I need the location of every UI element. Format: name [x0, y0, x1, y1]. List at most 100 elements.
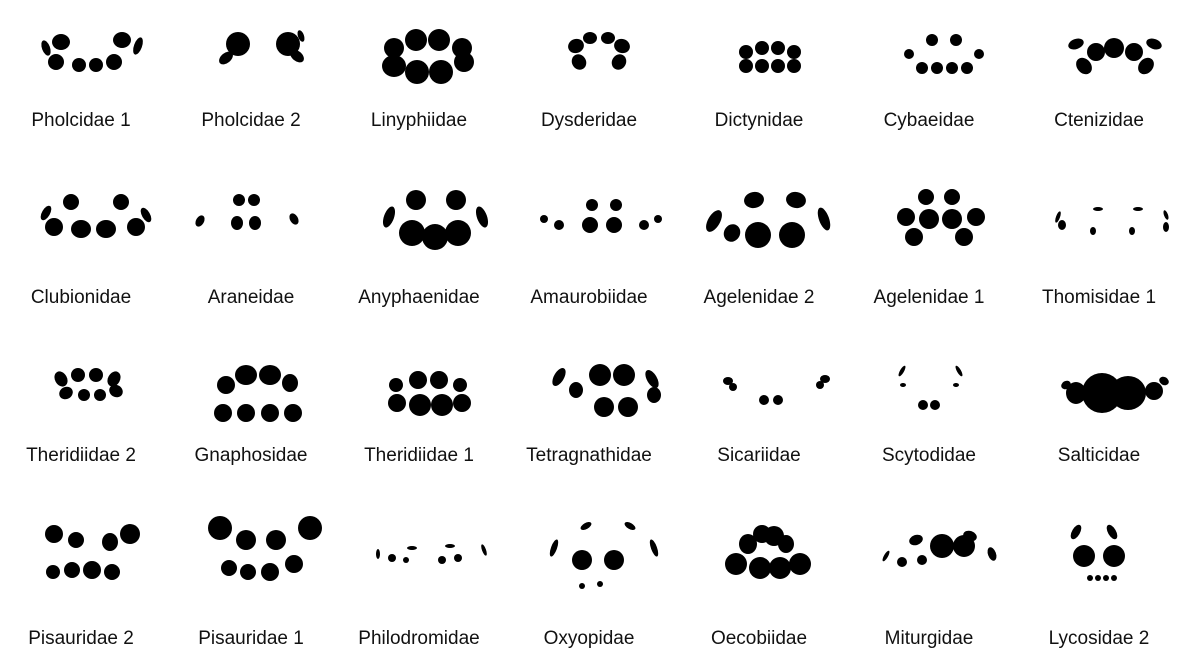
- eye-oecobiidae-8: [753, 525, 771, 543]
- eye-sicariidae-2: [729, 383, 737, 391]
- family-cell-sicariidae: Sicariidae: [674, 345, 844, 485]
- eye-pattern-theridiidae-2: [0, 345, 166, 445]
- family-label-oecobiidae: Oecobiidae: [674, 628, 844, 650]
- family-cell-miturgidae: Miturgidae: [844, 500, 1014, 640]
- eye-amaurobiidae-1: [586, 199, 598, 211]
- eye-agelenidae-2-3: [703, 208, 725, 235]
- family-cell-dysderidae: Dysderidae: [504, 10, 674, 150]
- family-label-theridiidae-2: Theridiidae 2: [0, 445, 166, 467]
- eye-pisauridae-2-6: [64, 562, 80, 578]
- eye-pattern-linyphiidae: [334, 10, 504, 110]
- eye-thomisidae-1-2: [1093, 207, 1103, 211]
- eye-oxyopidae-8: [597, 581, 603, 587]
- family-label-dysderidae: Dysderidae: [504, 110, 674, 132]
- family-cell-pisauridae-2: Pisauridae 2: [0, 500, 166, 640]
- eye-dictynidae-1: [739, 45, 753, 59]
- eye-lycosidae-2-7: [1103, 575, 1109, 581]
- eye-pattern-gnaphosidae: [166, 345, 336, 445]
- family-label-araneidae: Araneidae: [166, 287, 336, 309]
- eye-tetragnathidae-8: [647, 387, 661, 403]
- eye-dysderidae-2: [583, 32, 597, 44]
- family-cell-theridiidae-1: Theridiidae 1: [334, 345, 504, 485]
- eye-anyphaenidae-6: [422, 224, 448, 250]
- eye-linyphiidae-2: [405, 29, 427, 51]
- eye-dictynidae-5: [739, 59, 753, 73]
- family-label-linyphiidae: Linyphiidae: [334, 110, 504, 132]
- family-label-lycosidae-2: Lycosidae 2: [1014, 628, 1184, 650]
- eye-gnaphosidae-7: [261, 404, 279, 422]
- family-cell-pisauridae-1: Pisauridae 1: [166, 500, 336, 640]
- eye-ctenizidae-5: [1145, 37, 1163, 52]
- eye-pisauridae-2-1: [45, 525, 63, 543]
- eye-agelenidae-2-5: [745, 222, 771, 248]
- family-cell-philodromidae: Philodromidae: [334, 500, 504, 640]
- eye-scytodidae-4: [953, 383, 959, 387]
- family-label-pholcidae-1: Pholcidae 1: [0, 110, 166, 132]
- eye-theridiidae-1-6: [409, 394, 431, 416]
- eye-theridiidae-1-7: [431, 394, 453, 416]
- eye-theridiidae-2-1: [52, 369, 70, 389]
- family-cell-salticidae: Salticidae: [1014, 345, 1184, 485]
- eye-pattern-pisauridae-1: [166, 500, 336, 600]
- eye-ctenizidae-3: [1104, 38, 1124, 58]
- eye-oxyopidae-5: [572, 550, 592, 570]
- family-cell-amaurobiidae: Amaurobiidae: [504, 175, 674, 315]
- eye-amaurobiidae-4: [554, 220, 564, 230]
- eye-anyphaenidae-3: [381, 205, 398, 229]
- eye-cybaeidae-8: [961, 62, 973, 74]
- eye-pattern-agelenidae-1: [844, 175, 1014, 275]
- eye-theridiidae-1-3: [430, 371, 448, 389]
- eye-theridiidae-2-3: [89, 368, 103, 382]
- eye-araneidae-5: [194, 214, 207, 228]
- family-cell-thomisidae-1: Thomisidae 1: [1014, 175, 1184, 315]
- eye-miturgidae-1: [881, 550, 890, 562]
- eye-pisauridae-1-5: [221, 560, 237, 576]
- eye-gnaphosidae-3: [259, 365, 281, 385]
- eye-philodromidae-4: [480, 544, 488, 557]
- eye-lycosidae-2-2: [1105, 523, 1120, 541]
- family-label-pisauridae-1: Pisauridae 1: [166, 628, 336, 650]
- eye-pisauridae-2-3: [102, 533, 118, 551]
- family-cell-clubionidae: Clubionidae: [0, 175, 166, 315]
- eye-anyphaenidae-5: [399, 220, 425, 246]
- eye-pattern-cybaeidae: [844, 10, 1014, 110]
- eye-agelenidae-2-6: [779, 222, 805, 248]
- eye-miturgidae-6: [986, 546, 998, 562]
- eye-dictynidae-3: [771, 41, 785, 55]
- eye-lycosidae-2-1: [1069, 523, 1084, 541]
- eye-oxyopidae-4: [648, 539, 660, 558]
- eye-gnaphosidae-8: [284, 404, 302, 422]
- eye-theridiidae-2-7: [94, 389, 106, 401]
- family-label-amaurobiidae: Amaurobiidae: [504, 287, 674, 309]
- eye-cybaeidae-6: [931, 62, 943, 74]
- family-label-thomisidae-1: Thomisidae 1: [1014, 287, 1184, 309]
- eye-dysderidae-6: [609, 52, 629, 73]
- eye-pattern-oxyopidae: [504, 500, 674, 600]
- eye-pattern-pholcidae-2: [166, 10, 336, 110]
- family-cell-agelenidae-1: Agelenidae 1: [844, 175, 1014, 315]
- family-label-clubionidae: Clubionidae: [0, 287, 166, 309]
- eye-ctenizidae-1: [1067, 37, 1085, 52]
- eye-pholcidae-1-4: [89, 58, 103, 72]
- family-label-pisauridae-2: Pisauridae 2: [0, 628, 166, 650]
- family-cell-scytodidae: Scytodidae: [844, 345, 1014, 485]
- eye-philodromidae-1: [376, 549, 380, 559]
- eye-pisauridae-2-2: [68, 532, 84, 548]
- eye-tetragnathidae-6: [594, 397, 614, 417]
- eye-pattern-philodromidae: [334, 500, 504, 600]
- eye-philodromidae-7: [438, 556, 446, 564]
- eye-oxyopidae-3: [623, 520, 636, 531]
- eye-pattern-pholcidae-1: [0, 10, 166, 110]
- eye-pattern-agelenidae-2: [674, 175, 844, 275]
- eye-cybaeidae-3: [950, 34, 962, 46]
- eye-dysderidae-1: [566, 37, 586, 56]
- eye-agelenidae-1-6: [967, 208, 985, 226]
- eye-theridiidae-1-8: [453, 394, 471, 412]
- eye-araneidae-6: [288, 212, 301, 226]
- eye-pisauridae-1-3: [266, 530, 286, 550]
- eye-oecobiidae-4: [725, 553, 747, 575]
- family-label-theridiidae-1: Theridiidae 1: [334, 445, 504, 467]
- eye-anyphaenidae-7: [445, 220, 471, 246]
- eye-pholcidae-1-2: [48, 54, 64, 70]
- eye-clubionidae-7: [96, 220, 116, 238]
